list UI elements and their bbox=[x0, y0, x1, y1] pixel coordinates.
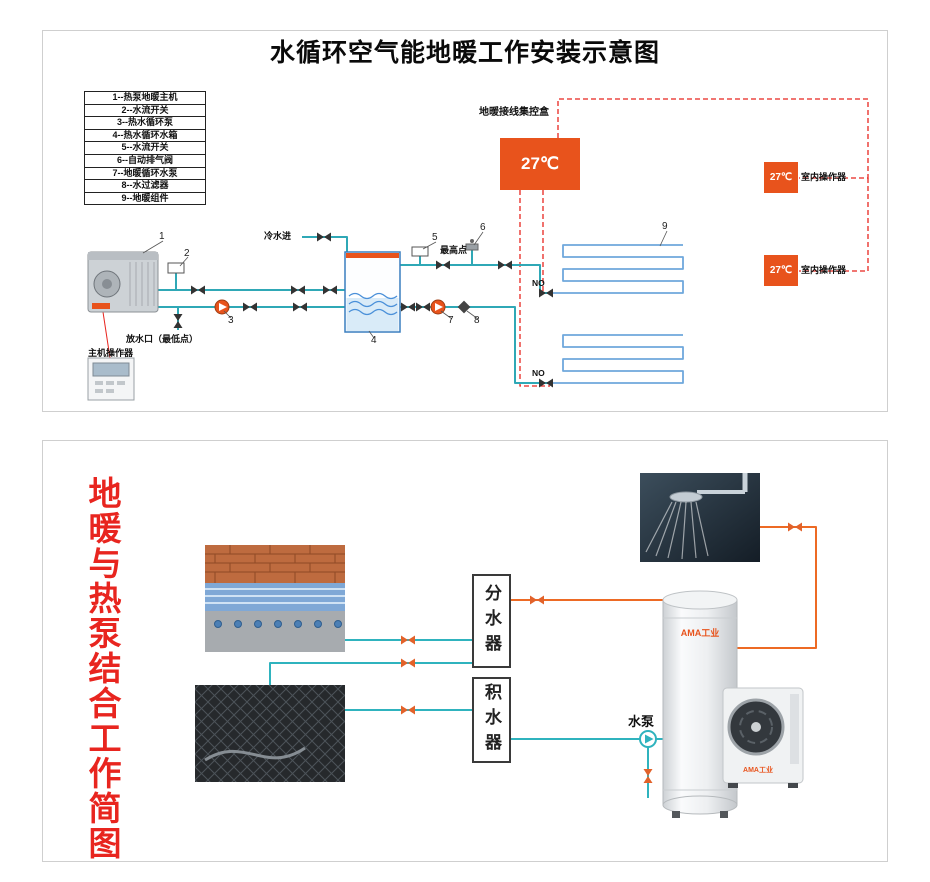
valve-icon bbox=[788, 522, 802, 532]
highest-point-label: 最高点 bbox=[440, 245, 468, 255]
component-number-8: 8 bbox=[474, 315, 480, 326]
legend-item: 8--水过滤器 bbox=[85, 180, 205, 193]
leader-lines bbox=[142, 230, 668, 339]
tank-brand-logo: AMA工业 bbox=[680, 628, 720, 638]
no-label-1: NO bbox=[532, 278, 545, 288]
valve-icon bbox=[436, 260, 450, 270]
component-number-5: 5 bbox=[432, 232, 438, 243]
main-controller-box: 27℃ bbox=[500, 138, 580, 190]
drain-valve-icon bbox=[173, 314, 183, 328]
valve-icon bbox=[401, 658, 415, 668]
room-controller-1: 27℃ bbox=[764, 162, 798, 193]
page-title: 水循环空气能地暖工作安装示意图 bbox=[269, 39, 660, 67]
flow-switch-5 bbox=[411, 246, 429, 257]
floor-structure-image bbox=[205, 545, 345, 652]
valve-icon bbox=[317, 232, 331, 242]
legend-item: 6--自动排气阀 bbox=[85, 155, 205, 168]
valve-icon bbox=[243, 302, 257, 312]
unit-brand-logo: AMA工业 bbox=[743, 767, 773, 774]
valve-icon bbox=[291, 285, 305, 295]
water-tank-image bbox=[344, 251, 401, 333]
component-number-3: 3 bbox=[228, 315, 234, 326]
pipes-top bbox=[158, 236, 552, 384]
air-vent-valve bbox=[465, 239, 479, 251]
valve-icon bbox=[530, 595, 544, 605]
main-operator-panel-image bbox=[87, 357, 135, 401]
room-controller-1-label: 室内操作器 bbox=[801, 172, 847, 182]
valve-icon bbox=[539, 378, 553, 388]
valve-icon bbox=[293, 302, 307, 312]
water-collector-box: 积水器 bbox=[472, 677, 511, 763]
valve-icon bbox=[498, 260, 512, 270]
room-controller-2-label: 室内操作器 bbox=[801, 265, 847, 275]
legend-item: 7--地暖循环水泵 bbox=[85, 168, 205, 181]
room-controller-2: 27℃ bbox=[764, 255, 798, 286]
valve-icon bbox=[401, 635, 415, 645]
water-pump-icon bbox=[639, 730, 657, 748]
heating-mesh-image bbox=[195, 685, 345, 782]
legend-item: 4--热水循环水箱 bbox=[85, 130, 205, 143]
valve-icon bbox=[643, 769, 653, 783]
legend-item: 5--水流开关 bbox=[85, 142, 205, 155]
legend-item: 3--热水循环泵 bbox=[85, 117, 205, 130]
component-number-1: 1 bbox=[159, 231, 165, 242]
floor-coil-upper bbox=[552, 244, 684, 294]
shower-image bbox=[640, 473, 760, 562]
water-filter-icon bbox=[457, 300, 471, 314]
valve-icon bbox=[191, 285, 205, 295]
drain-label: 放水口（最低点） bbox=[126, 334, 199, 344]
control-box-label: 地暖接线集控盒 bbox=[479, 107, 549, 118]
side-title: 地暖与热泵结合工作简图 bbox=[84, 476, 121, 861]
water-distributor-box: 分水器 bbox=[472, 574, 511, 668]
legend-table: 1--热泵地暖主机 2--水流开关 3--热水循环泵 4--热水循环水箱 5--… bbox=[84, 91, 206, 206]
component-number-9: 9 bbox=[662, 221, 668, 232]
floor-coil-lower bbox=[552, 334, 684, 384]
legend-item: 1--热泵地暖主机 bbox=[85, 92, 205, 105]
heat-pump-unit-image bbox=[87, 251, 159, 313]
heat-pump-outdoor-image bbox=[722, 687, 804, 788]
legend-item: 9--地暖组件 bbox=[121, 192, 169, 203]
valve-icon bbox=[323, 285, 337, 295]
component-number-7: 7 bbox=[448, 315, 454, 326]
component-number-2: 2 bbox=[184, 248, 190, 259]
no-label-2: NO bbox=[532, 368, 545, 378]
flow-switch-2 bbox=[167, 262, 185, 274]
valve-icon bbox=[401, 705, 415, 715]
cold-water-label: 冷水进 bbox=[264, 231, 292, 241]
water-pump-label: 水泵 bbox=[628, 714, 655, 729]
circulation-pump-icon bbox=[214, 299, 230, 315]
component-number-6: 6 bbox=[480, 222, 486, 233]
valve-icon bbox=[539, 288, 553, 298]
operator-wire-line bbox=[102, 311, 111, 359]
valve-icon bbox=[401, 302, 415, 312]
component-number-4: 4 bbox=[371, 335, 377, 346]
valve-icon bbox=[416, 302, 430, 312]
legend-item: 2--水流开关 bbox=[85, 105, 205, 118]
main-operator-label: 主机操作器 bbox=[88, 348, 134, 358]
